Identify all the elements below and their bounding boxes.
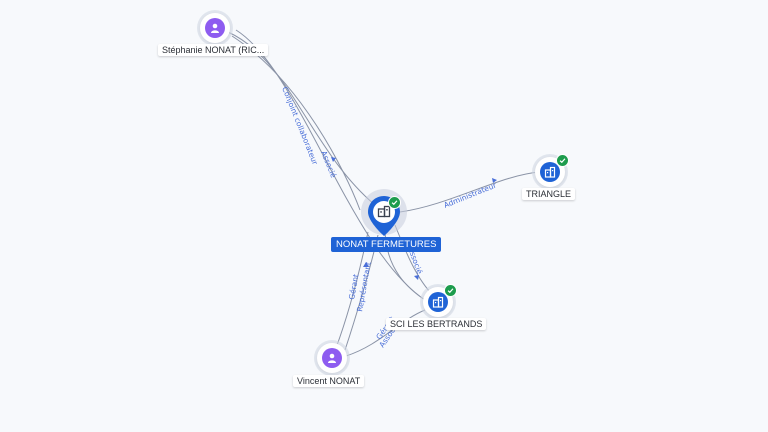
edge-label-administrateur: Administrateur — [442, 180, 498, 210]
check-badge-icon — [556, 154, 569, 167]
person-icon — [205, 18, 225, 38]
node-label-main[interactable]: NONAT FERMETURES — [331, 237, 442, 252]
node-circle — [317, 343, 347, 373]
edge-label-conjoint: Conjoint collaborateur — [280, 85, 320, 166]
edge-label-associe-stephanie: Associé — [319, 149, 338, 179]
arrow-stephanie — [331, 157, 336, 162]
arrow-main-sci — [414, 275, 419, 280]
node-label-triangle[interactable]: TRIANGLE — [522, 188, 576, 200]
edge-main-triangle — [399, 171, 541, 213]
building-icon — [428, 292, 448, 312]
check-badge-icon — [444, 284, 457, 297]
node-circle — [535, 154, 569, 187]
edge-label-gerant-vincent: Gérant — [347, 273, 360, 300]
edge-main-sci — [394, 224, 431, 293]
node-label-sci[interactable]: SCI LES BERTRANDS — [386, 318, 487, 330]
edge-vincent-sci — [345, 309, 426, 357]
node-label-stephanie[interactable]: Stéphanie NONAT (RIC... — [158, 44, 269, 56]
node-circle — [423, 284, 457, 317]
node-circle — [200, 13, 230, 43]
check-badge-icon — [388, 196, 401, 209]
node-label-vincent[interactable]: Vincent NONAT — [293, 375, 365, 387]
building-icon — [540, 162, 560, 182]
arrow-vincent-main — [363, 262, 369, 267]
arrow-triangle — [492, 178, 497, 183]
person-icon — [322, 348, 342, 368]
